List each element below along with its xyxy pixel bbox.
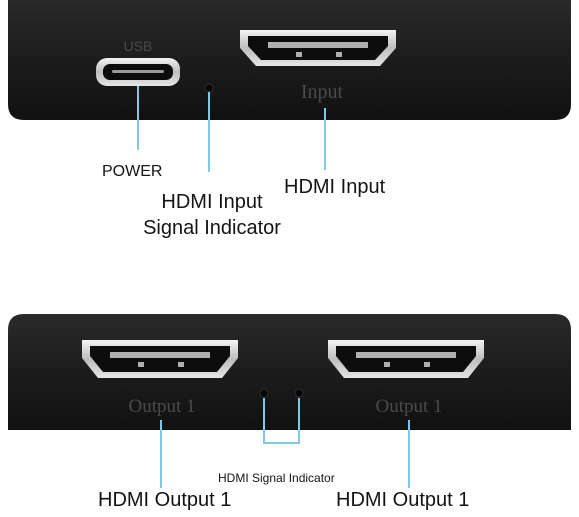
input-leader-lines bbox=[137, 86, 326, 172]
signal-indicator-bracket bbox=[263, 398, 300, 444]
hdmi-input-indicator-callout: HDMI Input Signal Indicator bbox=[136, 189, 288, 241]
input-signal-led bbox=[204, 83, 214, 93]
hdmi-input-indicator-callout-line1: HDMI Input bbox=[161, 191, 263, 213]
hdmi-output-left-callout: HDMI Output 1 bbox=[98, 489, 232, 511]
output-leader-lines bbox=[160, 398, 410, 488]
output-signal-led-right bbox=[294, 388, 304, 398]
output-port-right-label: Output 1 bbox=[375, 396, 442, 417]
hdmi-input-callout: HDMI Input bbox=[284, 176, 386, 198]
output-signal-led-left bbox=[259, 388, 269, 398]
power-callout: POWER bbox=[102, 163, 163, 180]
hdmi-input-indicator-callout-line2: Signal Indicator bbox=[143, 217, 281, 239]
hdmi-input-port bbox=[240, 30, 396, 66]
input-side-panel: USB Input bbox=[8, 0, 571, 120]
hdmi-output-right-callout: HDMI Output 1 bbox=[336, 489, 470, 511]
hdmi-signal-indicator-callout: HDMI Signal Indicator bbox=[218, 471, 335, 485]
input-port-label: Input bbox=[301, 81, 344, 103]
usb-port-label: USB bbox=[124, 38, 153, 54]
hdmi-output-port-right bbox=[328, 340, 484, 378]
hdmi-output-port-left bbox=[82, 340, 238, 378]
output-port-left-label: Output 1 bbox=[128, 396, 195, 417]
output-side-panel: Output 1 Output 1 bbox=[8, 314, 571, 430]
usb-power-port bbox=[96, 58, 180, 86]
